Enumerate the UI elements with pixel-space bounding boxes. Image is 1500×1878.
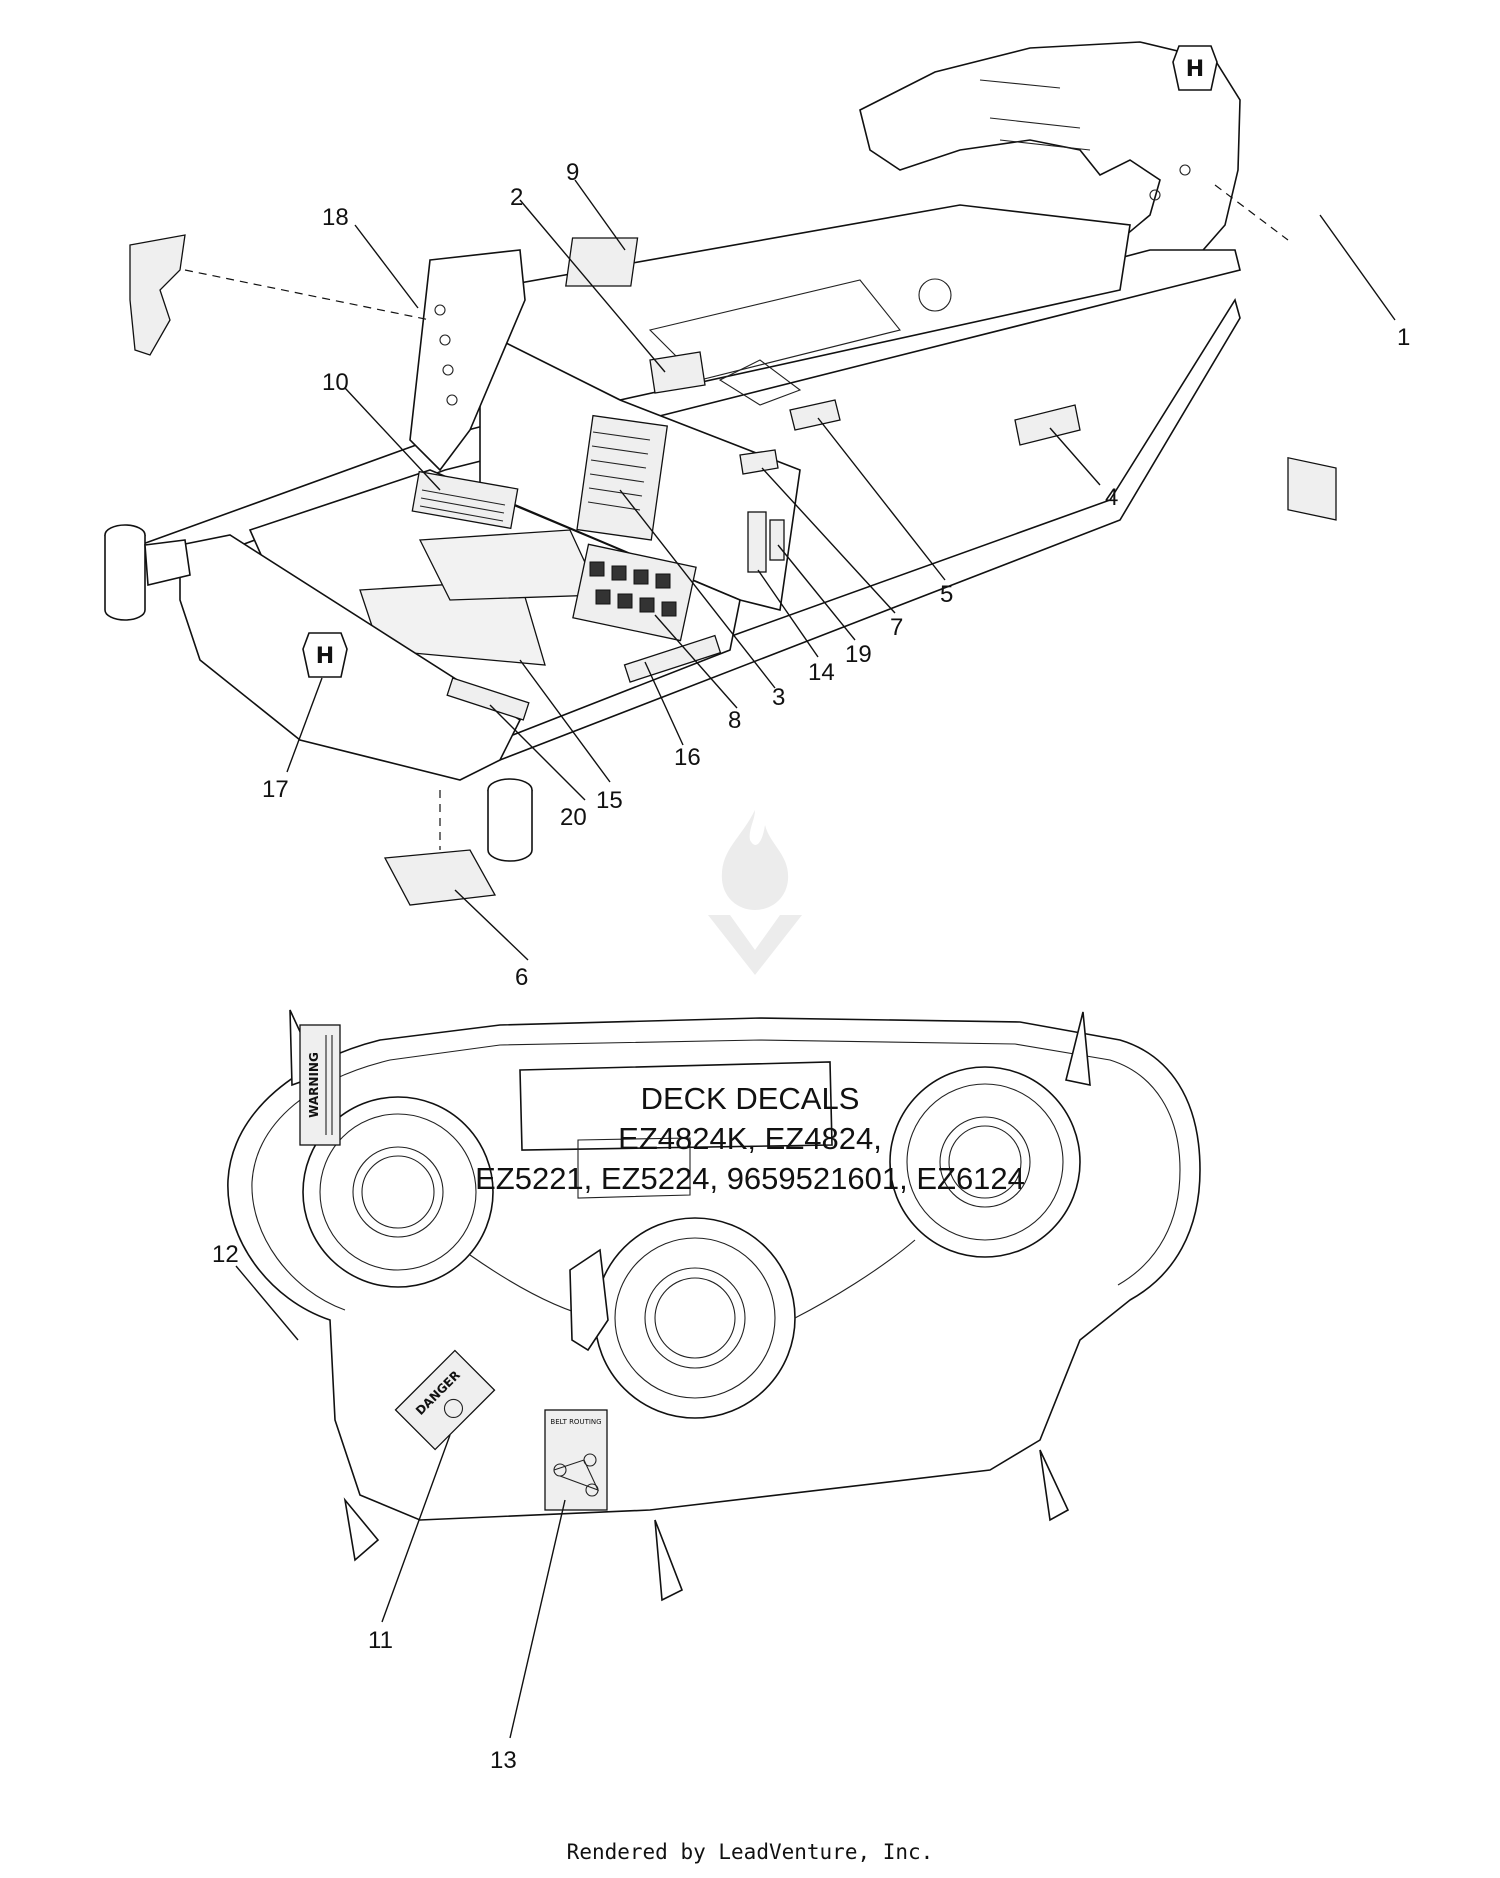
callout-11: 11 (368, 1627, 393, 1654)
front-bumper (179, 534, 522, 781)
decal-2 (649, 351, 706, 394)
front-caster-right (487, 778, 533, 862)
callout-5: 5 (940, 581, 953, 608)
callout-9: 9 (566, 159, 579, 186)
decal-6 (383, 849, 497, 906)
section-title-line-2: EZ4824K, EZ4824, (618, 1121, 882, 1156)
front-caster-left (104, 524, 191, 621)
decal-10 (411, 470, 519, 530)
callout-8: 8 (728, 707, 741, 734)
decal-5 (789, 399, 841, 431)
left-spindle-housing (302, 1096, 494, 1288)
callout-14: 14 (808, 659, 835, 686)
decal-9 (565, 237, 639, 287)
callout-15: 15 (596, 787, 623, 814)
decal-13-belt-routing: BELT ROUTING (544, 1409, 608, 1511)
callouts-upper: 1 2 3 4 5 6 7 8 9 10 14 15 16 17 18 19 2… (262, 159, 1410, 991)
chassis-frame: H H (104, 41, 1337, 906)
callouts-lower: 11 12 13 (212, 1241, 517, 1774)
footer-credit: Rendered by LeadVenture, Inc. (566, 1840, 934, 1864)
section-title-line-3: EZ5221, EZ5224, 9659521601, EZ6124 (475, 1161, 1025, 1196)
decal-3 (576, 414, 668, 541)
callout-16: 16 (674, 744, 701, 771)
leader-lines-lower (235, 1265, 566, 1739)
callout-20: 20 (560, 804, 587, 831)
front-right-fin (1039, 1449, 1070, 1522)
decal-4 (1014, 404, 1081, 446)
callout-7: 7 (890, 614, 903, 641)
mower-deck: WARNING DANGER BELT ROUTING (227, 1009, 1201, 1602)
center-lift-arm (569, 1248, 609, 1352)
center-spindle-housing (594, 1217, 796, 1419)
decal-14 (747, 511, 767, 573)
callout-4: 4 (1105, 484, 1118, 511)
front-center-fin (654, 1519, 684, 1602)
callout-12: 12 (212, 1241, 239, 1268)
decal-17-husqvarna-badge: H (302, 632, 348, 678)
decal-rear-husqvarna-badge: H (1172, 45, 1218, 91)
right-spindle-housing (889, 1066, 1081, 1258)
leader-lines-upper (286, 179, 1396, 961)
decal-19 (769, 519, 785, 561)
svg-text:H: H (316, 644, 334, 669)
callout-2: 2 (510, 184, 523, 211)
callout-6: 6 (515, 964, 528, 991)
callout-3: 3 (772, 684, 785, 711)
decal-12-warning-text: WARNING (307, 1052, 321, 1118)
deck-hanger-bracket (519, 1061, 833, 1151)
callout-1: 1 (1397, 324, 1410, 351)
callout-17: 17 (262, 776, 289, 803)
decal-15-b (418, 529, 602, 601)
section-title-line-1: DECK DECALS (640, 1081, 860, 1116)
leadventure-logo-watermark (708, 810, 802, 975)
svg-text:H: H (1186, 57, 1204, 82)
callout-18: 18 (322, 204, 349, 231)
decal-7 (739, 449, 779, 475)
rear-right-fin (1065, 1011, 1091, 1087)
callout-10: 10 (322, 369, 349, 396)
decal-20 (446, 677, 530, 721)
callout-13: 13 (490, 1747, 517, 1774)
callout-19: 19 (845, 641, 872, 668)
decal-1 (1287, 456, 1337, 521)
decal-13-title: BELT ROUTING (550, 1418, 601, 1426)
decal-12-warning: WARNING (299, 1024, 341, 1146)
front-left-fin (343, 1497, 380, 1562)
decal-18 (129, 234, 186, 356)
